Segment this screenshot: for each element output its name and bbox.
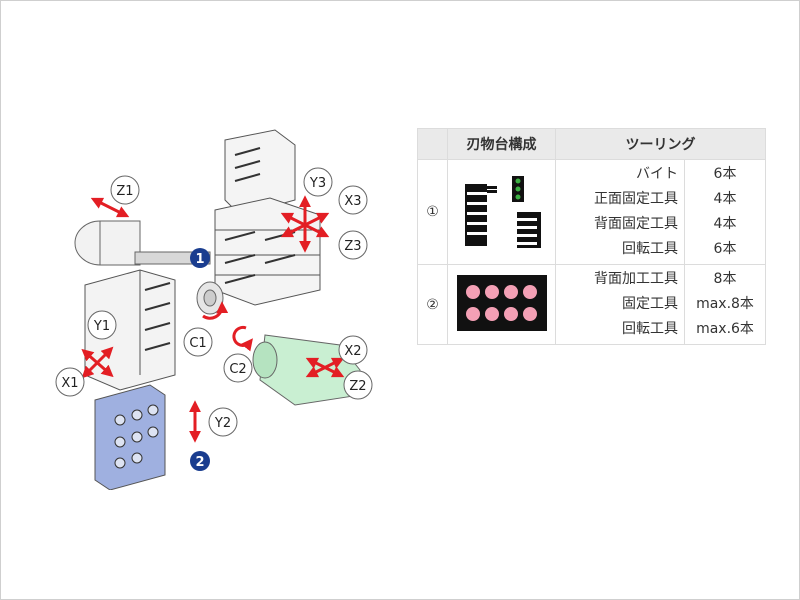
tool-names: 背面加工工具 固定工具 回転工具 bbox=[555, 264, 685, 345]
tool-name: 固定工具 bbox=[622, 296, 678, 312]
svg-text:X3: X3 bbox=[344, 194, 361, 209]
turret-1-tool-icons bbox=[447, 159, 556, 265]
tooling-table: 刃物台構成 ツーリング ① bbox=[417, 128, 766, 345]
tool-count: 4本 bbox=[713, 216, 737, 232]
machine-axis-diagram: Z1 Y1 X1 C1 Y3 X3 Z3 C2 X2 Z2 Y2 bbox=[55, 129, 373, 490]
svg-text:X1: X1 bbox=[61, 376, 78, 391]
tool-count: 8本 bbox=[713, 271, 737, 287]
turret-2-tool-layout-image bbox=[456, 274, 547, 331]
svg-text:2: 2 bbox=[195, 455, 204, 470]
svg-text:1: 1 bbox=[195, 252, 204, 267]
tool-name: 回転工具 bbox=[622, 321, 678, 337]
svg-text:C2: C2 bbox=[229, 362, 246, 377]
tool-counts: 6本 4本 4本 6本 bbox=[684, 159, 766, 265]
turret-badge-1: 1 bbox=[190, 248, 210, 268]
svg-text:Y2: Y2 bbox=[214, 416, 231, 431]
tool-name: 背面加工工具 bbox=[594, 271, 678, 287]
tool-name: 正面固定工具 bbox=[594, 191, 678, 207]
axis-label-y3: Y3 bbox=[303, 167, 333, 197]
svg-text:Z2: Z2 bbox=[349, 379, 366, 394]
turret-badge-2: 2 bbox=[190, 451, 210, 471]
axis-label-z2: Z2 bbox=[343, 370, 373, 400]
tool-names: バイト 正面固定工具 背面固定工具 回転工具 bbox=[555, 159, 685, 265]
table-header-row: 刃物台構成 ツーリング bbox=[417, 128, 766, 160]
axis-label-x3: X3 bbox=[338, 185, 368, 215]
table-row: ① bbox=[417, 159, 766, 265]
header-turret-config: 刃物台構成 bbox=[447, 128, 556, 160]
axis-label-y1: Y1 bbox=[87, 310, 117, 340]
tool-count: max.8本 bbox=[696, 296, 754, 312]
svg-text:Y3: Y3 bbox=[309, 176, 326, 191]
axis-label-y2: Y2 bbox=[208, 407, 238, 437]
table-row: ② 背面加工工具 固定工具 回転工具 8本 bbox=[417, 264, 766, 345]
tool-counts: 8本 max.8本 max.6本 bbox=[684, 264, 766, 345]
axis-label-x2: X2 bbox=[338, 335, 368, 365]
turret-2-tool-grid bbox=[447, 264, 556, 345]
row-number: ② bbox=[417, 264, 448, 345]
tool-name: 背面固定工具 bbox=[594, 216, 678, 232]
axis-label-c2: C2 bbox=[223, 353, 253, 383]
svg-text:Y1: Y1 bbox=[93, 319, 110, 334]
svg-text:Z1: Z1 bbox=[116, 184, 133, 199]
tool-count: max.6本 bbox=[696, 321, 754, 337]
turret-2 bbox=[94, 384, 166, 490]
tool-name: 回転工具 bbox=[622, 241, 678, 257]
tool-count: 6本 bbox=[713, 241, 737, 257]
tool-count: 4本 bbox=[713, 191, 737, 207]
tool-name: バイト bbox=[636, 166, 678, 182]
tool-count: 6本 bbox=[713, 166, 737, 182]
svg-text:C1: C1 bbox=[189, 336, 206, 351]
axis-label-x1: X1 bbox=[55, 367, 85, 397]
row-number: ① bbox=[417, 159, 448, 265]
header-tooling: ツーリング bbox=[555, 128, 766, 160]
svg-text:X2: X2 bbox=[344, 344, 361, 359]
turret-1-tool-layout-image bbox=[464, 176, 541, 248]
svg-text:Z3: Z3 bbox=[344, 239, 361, 254]
axis-label-z1: Z1 bbox=[110, 175, 140, 205]
axis-label-z3: Z3 bbox=[338, 230, 368, 260]
header-blank bbox=[417, 128, 448, 160]
axis-arrows bbox=[81, 195, 345, 443]
axis-label-c1: C1 bbox=[183, 327, 213, 357]
